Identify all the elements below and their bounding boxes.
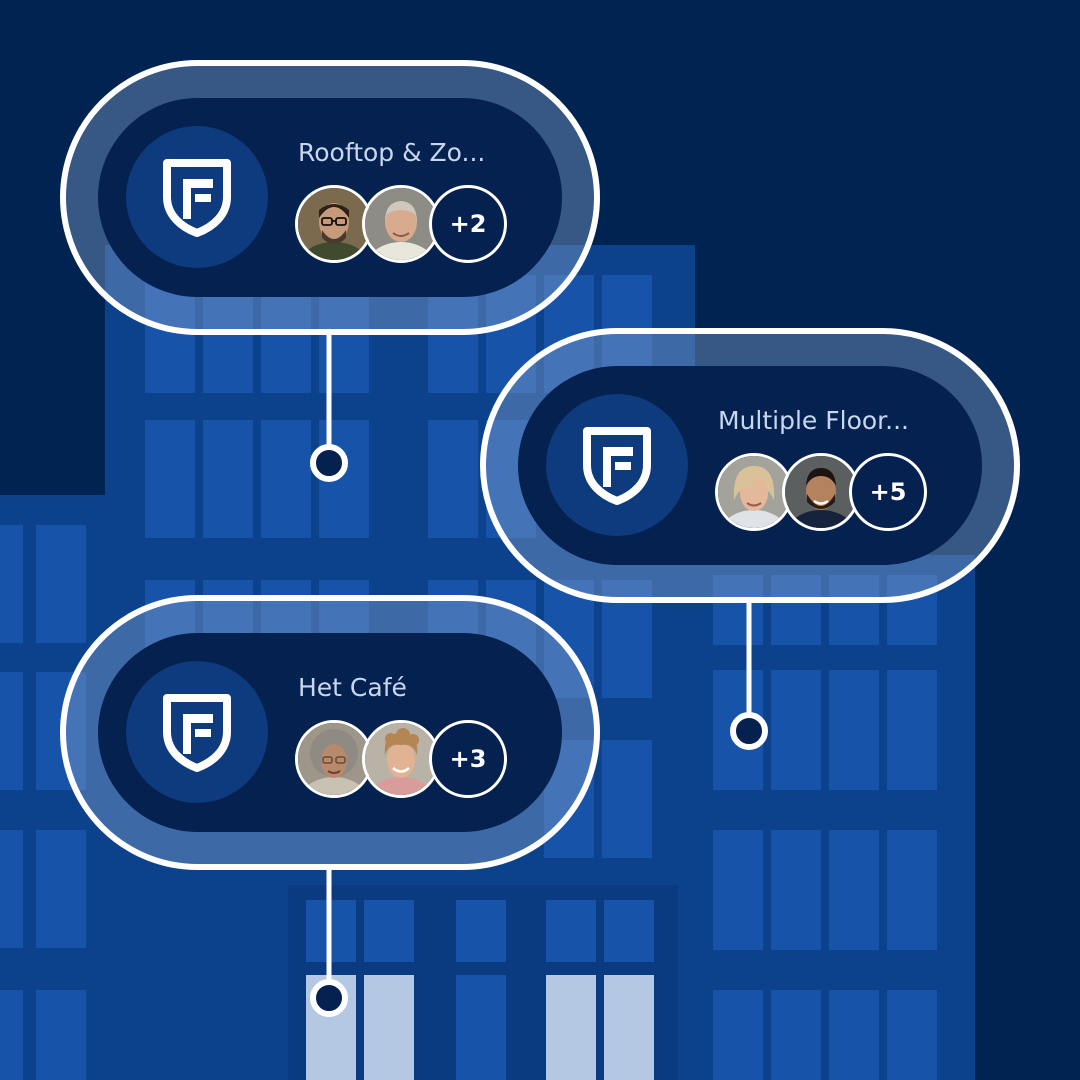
location-card-het-cafe[interactable]: Het Café — [60, 595, 600, 870]
location-card-multiple-floors[interactable]: Multiple Floor... — [480, 328, 1020, 603]
more-members-badge[interactable]: +5 — [849, 453, 927, 531]
more-members-badge[interactable]: +2 — [429, 185, 507, 263]
shield-f-logo-icon — [163, 694, 231, 772]
woman-blonde-avatar — [715, 453, 793, 531]
location-pin[interactable] — [730, 712, 768, 750]
card-body: Rooftop & Zo... — [98, 98, 562, 297]
location-pin[interactable] — [310, 444, 348, 482]
logo-badge — [126, 126, 268, 268]
shield-f-logo-icon — [583, 427, 651, 505]
shield-f-logo-icon — [163, 159, 231, 237]
woman-grey-curly-avatar — [295, 720, 373, 798]
older-man-bald-avatar — [362, 185, 440, 263]
location-pin[interactable] — [310, 979, 348, 1017]
location-card-rooftop[interactable]: Rooftop & Zo... — [60, 60, 600, 335]
logo-badge — [126, 661, 268, 803]
card-title: Rooftop & Zo... — [298, 138, 486, 167]
logo-badge — [546, 394, 688, 536]
man-beard-smiling-avatar — [782, 453, 860, 531]
card-body: Het Café — [98, 633, 562, 832]
card-title: Multiple Floor... — [718, 406, 909, 435]
more-members-badge[interactable]: +3 — [429, 720, 507, 798]
card-body: Multiple Floor... — [518, 366, 982, 565]
card-title: Het Café — [298, 673, 407, 702]
man-glasses-beard-avatar — [295, 185, 373, 263]
